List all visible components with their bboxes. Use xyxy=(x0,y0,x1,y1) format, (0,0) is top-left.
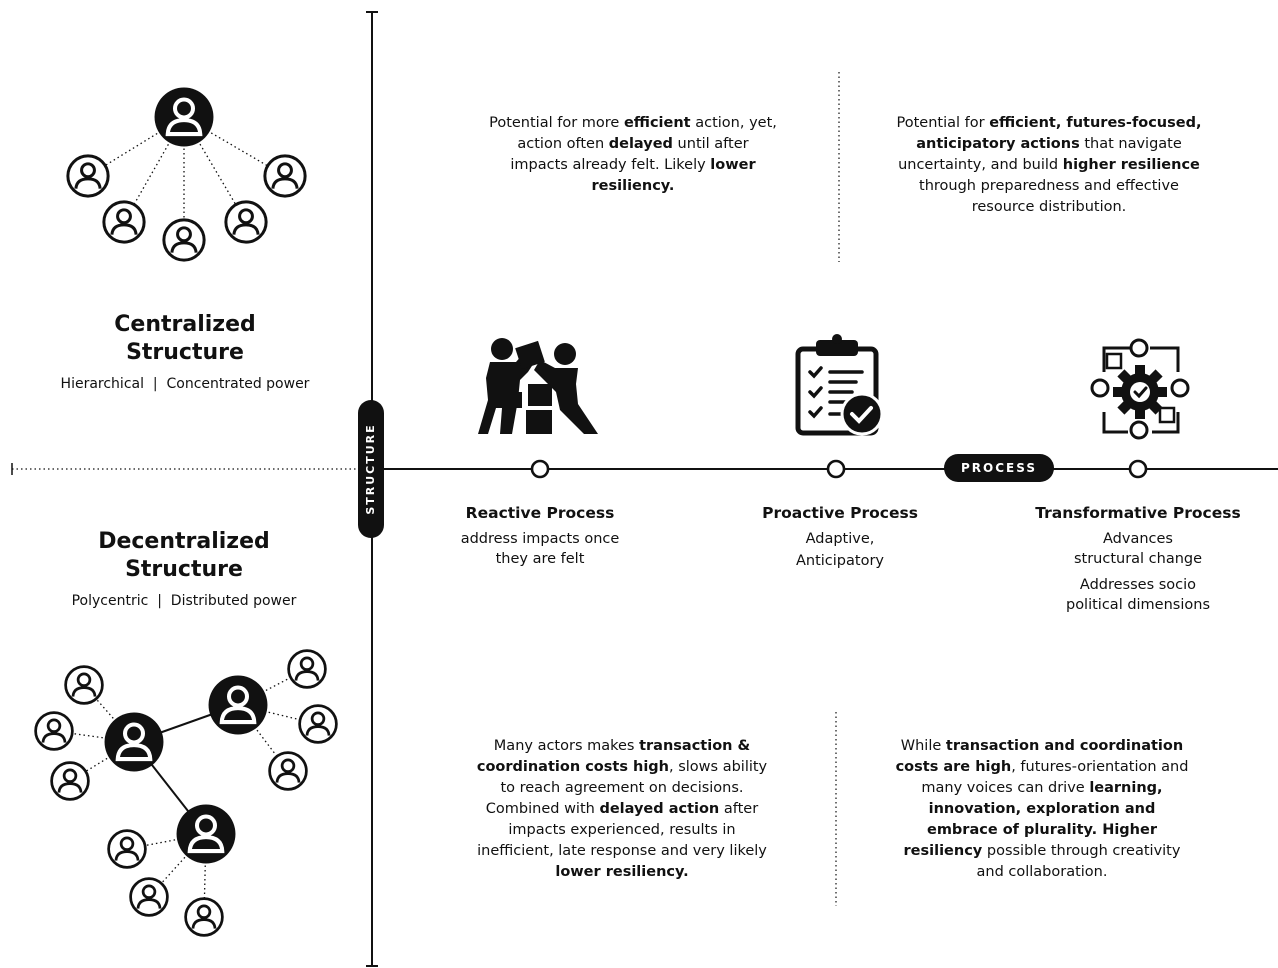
transformative-process-title: Transformative Process xyxy=(1035,504,1241,522)
reactive-process-label: Reactive Process address impacts once th… xyxy=(430,503,650,569)
transformative-process-desc-2: structural change xyxy=(1073,551,1203,567)
reactive-process-desc-1: address impacts once xyxy=(460,531,620,547)
structure-pill xyxy=(358,400,384,538)
text-run: Potential for more xyxy=(489,115,624,131)
quadrant-bottom-left-text: Many actors makes transaction & coordina… xyxy=(472,736,772,883)
centralized-title-line1: Centralized xyxy=(114,312,256,337)
process-axis-label: PROCESS xyxy=(961,461,1037,475)
text-run: delayed action xyxy=(599,801,720,817)
teamwork-puzzle-icon xyxy=(478,338,598,434)
transformative-process-label: Transformative Process Advances structur… xyxy=(1018,503,1258,615)
text-run: after impacts experienced, results in in… xyxy=(477,801,767,859)
text-run: While xyxy=(900,738,946,754)
text-run: Potential for xyxy=(896,115,990,131)
text-run: lower resiliency. xyxy=(555,864,689,880)
gear-cycle-icon xyxy=(1090,338,1190,440)
proactive-process-desc-1: Adaptive, xyxy=(805,531,875,547)
text-run: delayed xyxy=(608,136,673,152)
text-run: , futures-orientation and many voices ca… xyxy=(921,759,1189,796)
text-run: transaction and coordination costs are h… xyxy=(895,738,1184,775)
text-run: Many actors makes xyxy=(493,738,640,754)
centralized-structure-label: Centralized Structure Hierarchical | Con… xyxy=(30,311,340,393)
text-run: , slows ability to reach agreement on de… xyxy=(485,759,768,817)
quadrant-bottom-right-text: While transaction and coordination costs… xyxy=(893,736,1191,883)
process-pill xyxy=(944,454,1054,482)
text-run: until after impacts already felt. Likely xyxy=(510,136,749,173)
text-run: learning, innovation, exploration and em… xyxy=(903,780,1163,859)
transformative-marker xyxy=(1128,459,1148,479)
text-run: action, yet, action often xyxy=(517,115,777,152)
proactive-process-label: Proactive Process Adaptive, Anticipatory xyxy=(730,503,950,571)
text-run: through preparedness and effective resou… xyxy=(919,178,1179,215)
reactive-process-desc-2: they are felt xyxy=(495,551,585,567)
text-run: possible through creativity and collabor… xyxy=(976,843,1181,880)
clipboard-checklist-icon xyxy=(795,334,884,436)
text-run: efficient, futures-focused, anticipatory… xyxy=(916,115,1202,152)
decentralized-title-line1: Decentralized xyxy=(98,529,270,554)
proactive-process-desc-2: Anticipatory xyxy=(795,553,884,569)
quadrant-top-right-text: Potential for efficient, futures-focused… xyxy=(888,113,1210,218)
proactive-marker xyxy=(826,459,846,479)
reactive-process-title: Reactive Process xyxy=(465,504,615,522)
centralized-title-line2: Structure xyxy=(126,340,244,365)
transformative-process-desc-4: political dimensions xyxy=(1065,597,1210,613)
decentralized-network-icon xyxy=(53,668,319,918)
text-run: lower resiliency. xyxy=(591,157,756,194)
decentralized-structure-label: Decentralized Structure Polycentric | Di… xyxy=(29,528,339,610)
structure-axis-label: STRUCTURE xyxy=(364,423,377,515)
text-run: that navigate uncertainty, and build xyxy=(898,136,1182,173)
reactive-marker xyxy=(530,459,550,479)
decentralized-title-line2: Structure xyxy=(125,557,243,582)
decentralized-subtitle: Polycentric | Distributed power xyxy=(71,593,297,609)
centralized-subtitle: Hierarchical | Concentrated power xyxy=(60,376,310,392)
quadrant-top-left-text: Potential for more efficient action, yet… xyxy=(488,113,778,197)
text-run: transaction & coordination costs high xyxy=(476,738,751,775)
text-run: higher resilience xyxy=(1062,157,1200,173)
transformative-process-desc-1: Advances xyxy=(1103,531,1173,547)
text-run: efficient xyxy=(623,115,691,131)
transformative-process-desc-3: Addresses socio xyxy=(1079,577,1197,593)
proactive-process-title: Proactive Process xyxy=(762,504,918,522)
